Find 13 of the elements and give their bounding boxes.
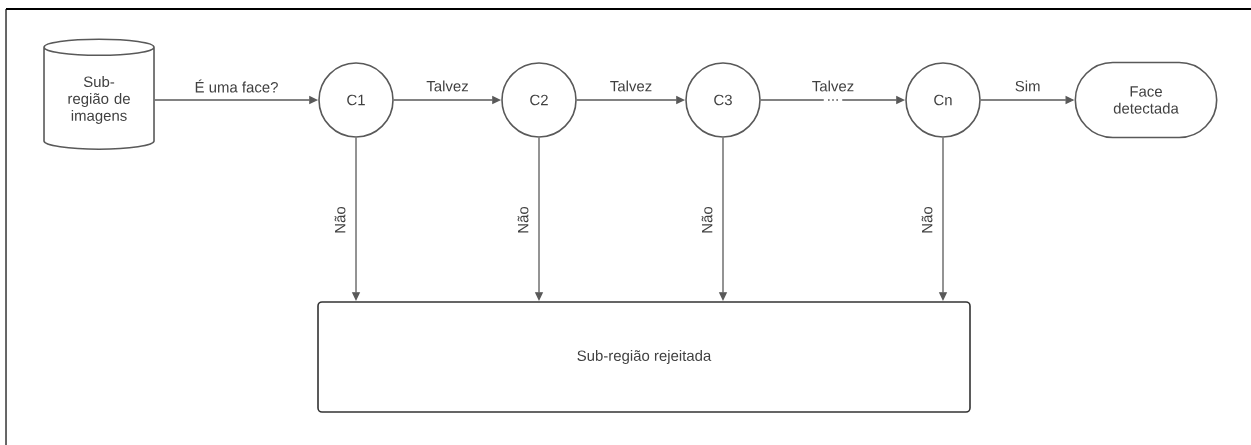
edge-label: Talvez xyxy=(426,80,468,92)
edge-label: Não xyxy=(920,205,934,235)
ellipsis-text: ... xyxy=(823,96,843,104)
edge-label: Sim xyxy=(1015,80,1040,92)
rejection-box: Sub-região rejeitada xyxy=(317,301,971,413)
process-cylinder: Sub-região de imagens xyxy=(43,38,155,150)
edge-label: Não xyxy=(700,205,714,235)
edge-label: Talvez xyxy=(610,80,652,92)
result-terminal: Face detectada xyxy=(1074,61,1218,139)
edge-label: Talvez xyxy=(812,80,854,92)
edge-label: É uma face? xyxy=(195,79,278,93)
edge-label: Não xyxy=(333,205,347,235)
edge-label: Não xyxy=(516,205,530,235)
